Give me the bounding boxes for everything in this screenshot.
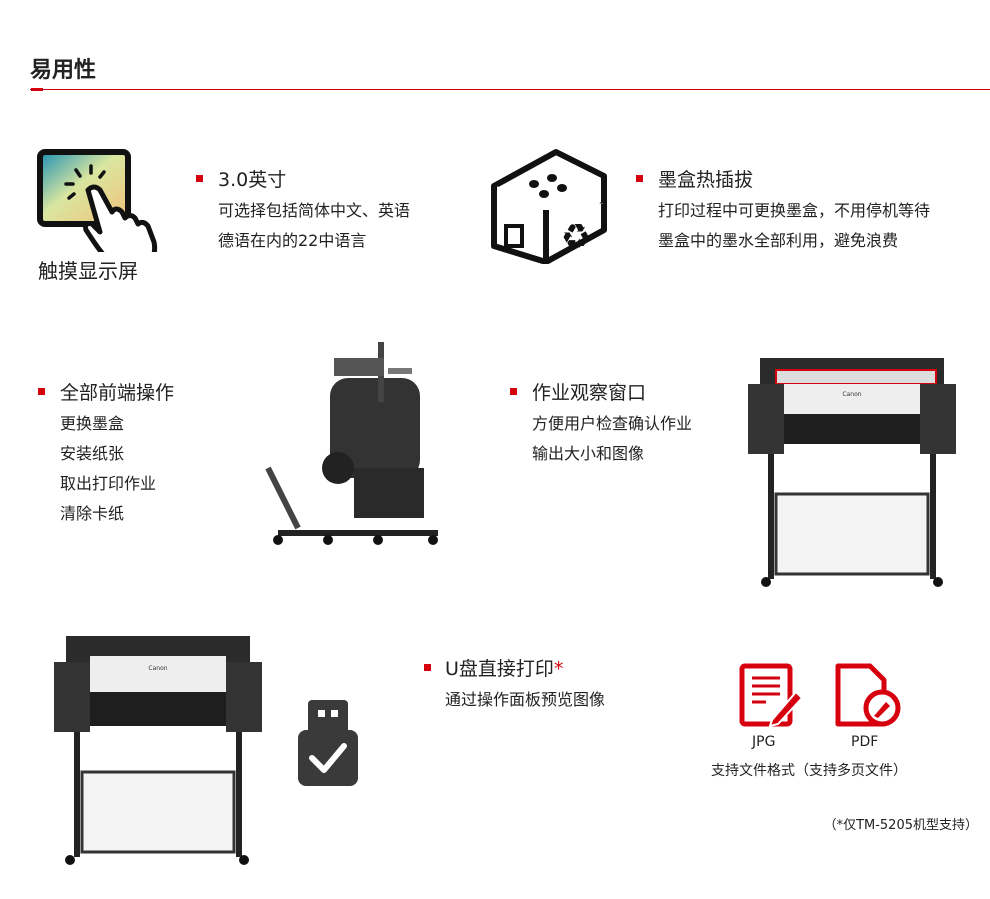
bullet (38, 388, 45, 395)
section-title: 易用性 (30, 58, 97, 83)
ink-line-2: 墨盒中的墨水全部利用，避免浪费 (658, 231, 899, 250)
front-ops-item: 安装纸张 (60, 444, 125, 463)
title-divider-accent (31, 88, 43, 91)
window-line-1: 方便用户检查确认作业 (532, 414, 693, 433)
svg-text:♻: ♻ (561, 217, 591, 257)
window-heading: 作业观察窗口 (532, 382, 647, 404)
touch-line-2: 德语在内的22中语言 (218, 231, 367, 250)
ink-cartridge-icon: ♻ (491, 149, 607, 264)
ink-line-1: 打印过程中可更换墨盒，不用停机等待 (658, 201, 931, 220)
printer-front-image: Canon (54, 636, 262, 865)
front-ops-item: 更换墨盒 (60, 414, 125, 433)
bullet (510, 388, 517, 395)
usb-check-icon (298, 700, 358, 786)
bullet (424, 664, 431, 671)
pdf-label: PDF (851, 734, 879, 750)
jpg-file-icon (739, 663, 804, 728)
touch-heading: 3.0英寸 (218, 169, 287, 191)
formats-caption: 支持文件格式（支持多页文件） (711, 763, 907, 779)
model-footnote: （*仅TM-5205机型支持） (823, 818, 978, 833)
printer-brand: Canon (842, 391, 861, 398)
pdf-file-icon (835, 663, 901, 727)
jpg-label: JPG (752, 734, 776, 750)
printer-side-image (265, 342, 438, 545)
touchscreen-label: 触摸显示屏 (38, 259, 138, 283)
front-ops-heading: 全部前端操作 (60, 382, 175, 404)
bullet (636, 175, 643, 182)
touchscreen-icon (37, 149, 158, 252)
usb-line-1: 通过操作面板预览图像 (445, 690, 606, 709)
usb-heading: U盘直接打印* (445, 654, 563, 681)
title-divider (30, 89, 990, 90)
ink-heading: 墨盒热插拔 (658, 169, 754, 191)
usb-heading-text: U盘直接打印 (445, 658, 554, 680)
printer-front-image: Canon (748, 358, 956, 587)
front-ops-item: 清除卡纸 (60, 504, 125, 523)
window-line-2: 输出大小和图像 (532, 444, 645, 463)
printer-brand: Canon (148, 665, 167, 672)
footnote-asterisk: * (553, 658, 564, 680)
touch-line-1: 可选择包括简体中文、英语 (218, 201, 411, 220)
bullet (196, 175, 203, 182)
front-ops-item: 取出打印作业 (60, 474, 157, 493)
